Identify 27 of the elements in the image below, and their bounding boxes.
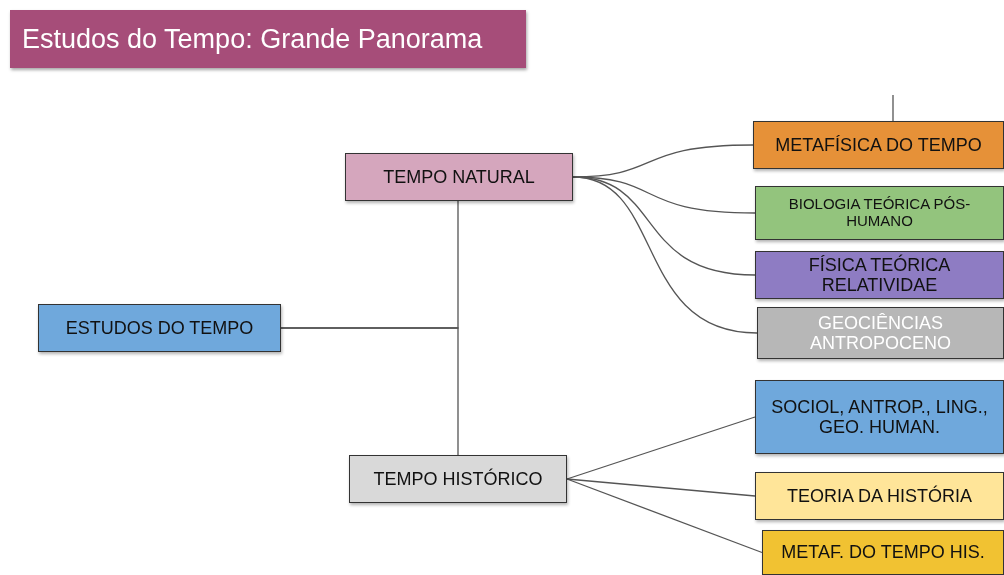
connector-line xyxy=(566,416,756,480)
topic-box xyxy=(755,380,1004,454)
topic-label: METAF. DO TEMPO HIS. xyxy=(781,542,985,563)
topic-label: BIOLOGIA TEÓRICA PÓS-HUMANO xyxy=(787,196,972,230)
topic-label: SOCIOL, ANTROP., LING., GEO. HUMAN. xyxy=(770,396,989,438)
topic-box xyxy=(755,186,1004,240)
topic-label: TEMPO HISTÓRICO xyxy=(373,468,543,490)
topic-label: TEORIA DA HISTÓRIA xyxy=(786,485,972,507)
topic-box xyxy=(762,530,1004,575)
topic-label: TEMPO NATURAL xyxy=(383,166,535,188)
topic-box xyxy=(38,304,281,352)
topic-box xyxy=(757,307,1004,359)
connector-line xyxy=(566,478,763,554)
topic-label: GEOCIÊNCIAS ANTROPOCENO xyxy=(809,312,952,354)
topic-box xyxy=(345,153,573,201)
connector-line xyxy=(572,176,758,334)
connector-line xyxy=(280,327,459,456)
topic-label: ESTUDOS DO TEMPO xyxy=(65,317,254,339)
connector-line xyxy=(892,94,894,122)
topic-box xyxy=(755,472,1004,520)
topic-box xyxy=(755,251,1004,299)
topic-box xyxy=(349,455,567,503)
topic-label: METAFÍSICA DO TEMPO xyxy=(775,134,982,156)
topic-box xyxy=(753,121,1004,169)
topic-label: FÍSICA TEÓRICA RELATIVIDAE xyxy=(807,254,952,296)
title-banner: Estudos do Tempo: Grande Panorama xyxy=(10,10,526,68)
connector-line xyxy=(566,478,756,497)
